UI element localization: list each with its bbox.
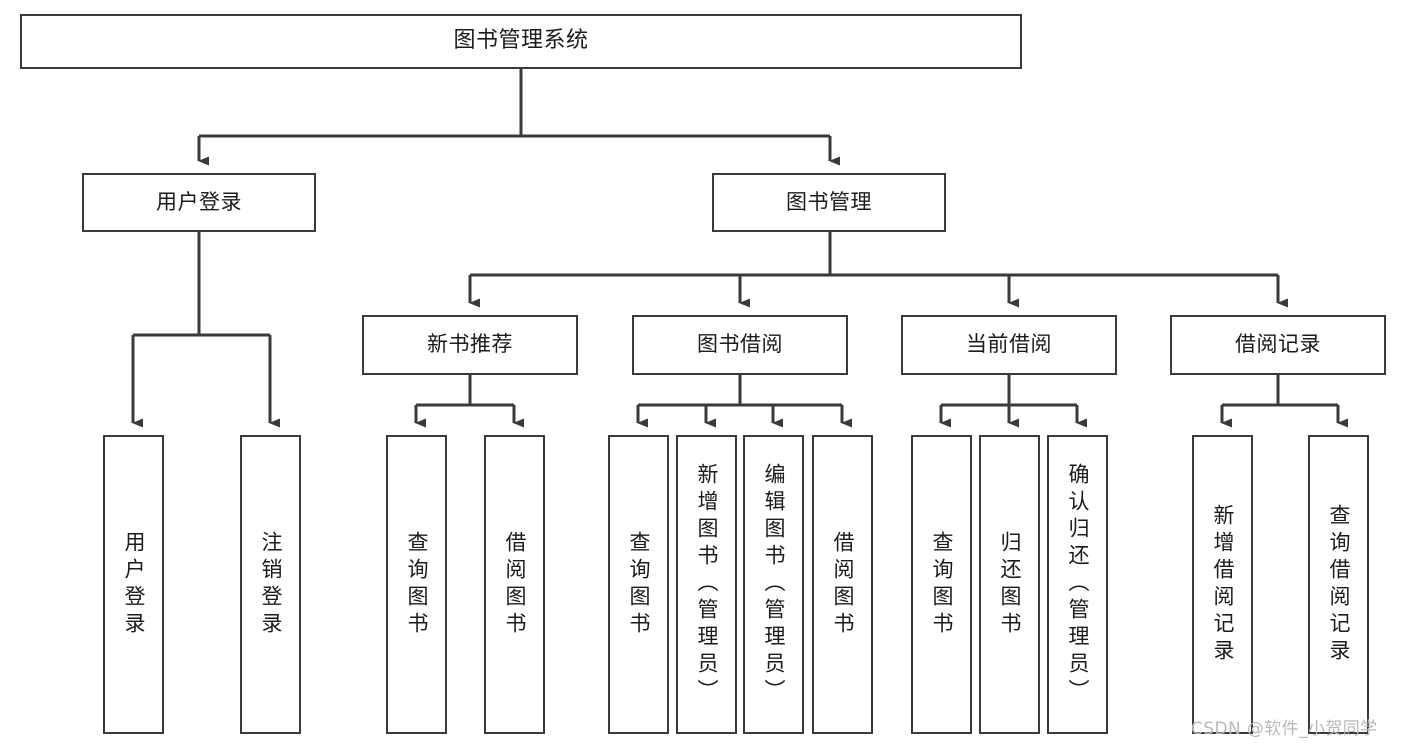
node-label: 借阅记录 <box>1235 332 1321 357</box>
node-leaf-borrow-book-a[interactable]: 借阅图书 <box>484 435 545 734</box>
node-label: 用户登录 <box>156 189 242 214</box>
node-book-management[interactable]: 图书管理 <box>712 173 946 232</box>
node-user-login[interactable]: 用户登录 <box>82 173 316 232</box>
node-label: 图书管理系统 <box>453 28 589 54</box>
node-label: 借阅图书 <box>831 530 855 639</box>
node-leaf-add-book[interactable]: 新增图书（管理员） <box>676 435 737 734</box>
node-leaf-user-login[interactable]: 用户登录 <box>103 435 164 734</box>
csdn-watermark: CSDN @软件_小贺同学 <box>1191 719 1378 739</box>
node-leaf-add-record[interactable]: 新增借阅记录 <box>1192 435 1253 734</box>
node-label: 确认归还（管理员） <box>1066 463 1090 706</box>
node-leaf-query-book-b[interactable]: 查询图书 <box>608 435 669 734</box>
node-label: 用户登录 <box>122 530 146 639</box>
node-book-borrowing[interactable]: 图书借阅 <box>632 315 848 375</box>
node-label: 借阅图书 <box>503 530 527 639</box>
node-label: 归还图书 <box>998 530 1022 639</box>
node-label: 图书借阅 <box>697 332 783 357</box>
node-label: 新增图书（管理员） <box>695 463 719 706</box>
node-root-system[interactable]: 图书管理系统 <box>20 14 1022 69</box>
node-leaf-query-book-c[interactable]: 查询图书 <box>911 435 972 734</box>
node-label: 图书管理 <box>786 189 872 214</box>
node-leaf-confirm-return[interactable]: 确认归还（管理员） <box>1047 435 1108 734</box>
node-leaf-edit-book[interactable]: 编辑图书（管理员） <box>743 435 804 734</box>
node-label: 查询图书 <box>627 530 651 639</box>
node-leaf-return-book[interactable]: 归还图书 <box>979 435 1040 734</box>
node-leaf-logout[interactable]: 注销登录 <box>240 435 301 734</box>
node-leaf-query-record[interactable]: 查询借阅记录 <box>1308 435 1369 734</box>
node-label: 查询图书 <box>930 530 954 639</box>
node-label: 新书推荐 <box>427 332 513 357</box>
node-current-borrowing[interactable]: 当前借阅 <box>901 315 1117 375</box>
node-label: 新增借阅记录 <box>1211 503 1235 666</box>
node-label: 注销登录 <box>259 530 283 639</box>
node-leaf-query-book-a[interactable]: 查询图书 <box>386 435 447 734</box>
node-borrowing-records[interactable]: 借阅记录 <box>1170 315 1386 375</box>
node-new-book-recommendation[interactable]: 新书推荐 <box>362 315 578 375</box>
node-label: 查询借阅记录 <box>1327 503 1351 666</box>
node-label: 查询图书 <box>405 530 429 639</box>
node-label: 编辑图书（管理员） <box>762 463 786 706</box>
node-leaf-borrow-book-b[interactable]: 借阅图书 <box>812 435 873 734</box>
node-label: 当前借阅 <box>966 332 1052 357</box>
